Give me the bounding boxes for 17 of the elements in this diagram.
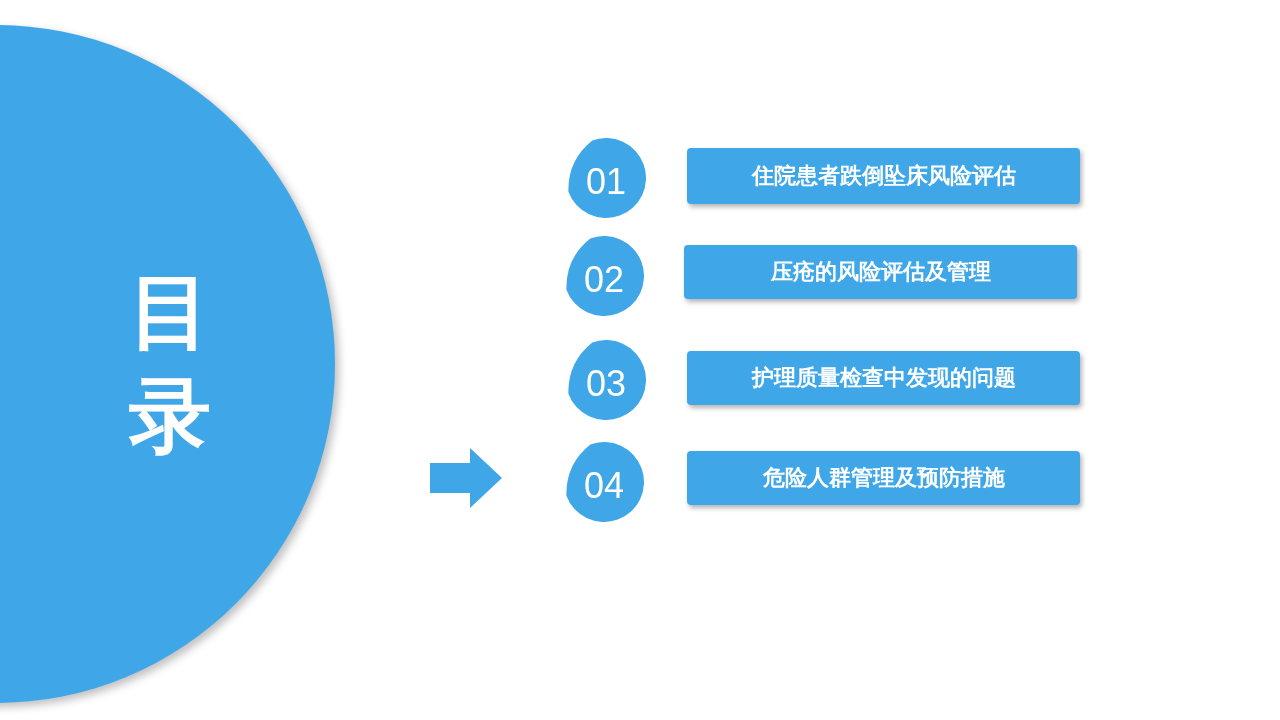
- section-title-bar: [687, 148, 1080, 204]
- number-drop: [564, 442, 644, 522]
- number-drop: [564, 236, 644, 316]
- section-title: 危险人群管理及预防措施: [762, 464, 1005, 492]
- section-number: 02: [582, 258, 625, 302]
- number-drop: [566, 340, 646, 420]
- section-number: 01: [584, 160, 627, 204]
- section-number: 04: [582, 464, 625, 508]
- section-title-bar: [687, 351, 1080, 405]
- section-title: 护理质量检查中发现的问题: [751, 364, 1016, 392]
- section-title: 压疮的风险评估及管理: [770, 258, 991, 286]
- section-title-bar: [684, 245, 1077, 299]
- section-heading: 目录: [127, 263, 212, 465]
- section-number: 03: [584, 362, 627, 406]
- number-drop: [566, 138, 646, 218]
- section-title: 住院患者跌倒坠床风险评估: [751, 162, 1016, 190]
- section-title-bar: [687, 451, 1080, 505]
